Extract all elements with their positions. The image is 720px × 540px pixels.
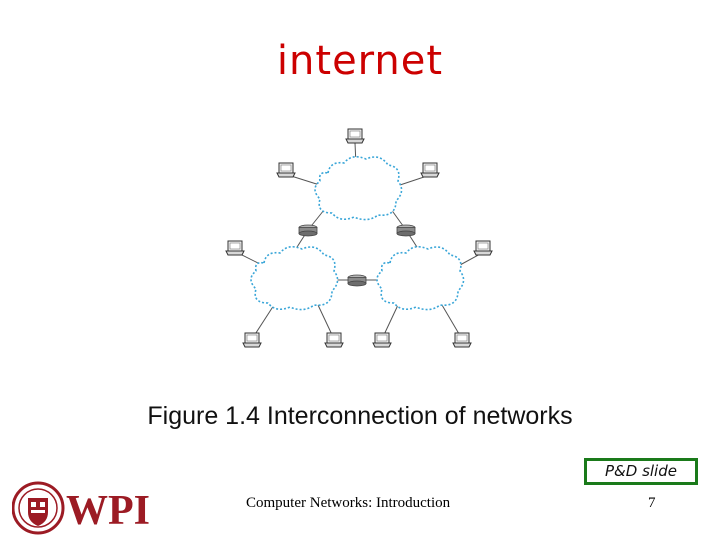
host-computer-icon xyxy=(421,163,439,177)
slide-title: internet xyxy=(0,38,720,84)
pd-slide-label: P&D slide xyxy=(584,458,698,485)
host-computer-icon xyxy=(346,129,364,143)
router-icon xyxy=(348,275,366,286)
host-computer-icon xyxy=(243,333,261,347)
wpi-logo: WPI xyxy=(12,480,162,536)
host-computer-icon xyxy=(453,333,471,347)
network-clouds xyxy=(251,157,464,310)
host-computer-icon xyxy=(226,241,244,255)
host-computer-icon xyxy=(474,241,492,255)
router-icon xyxy=(299,225,317,236)
footer-course-title: Computer Networks: Introduction xyxy=(246,495,450,512)
host-computer-icon xyxy=(325,333,343,347)
cloud-top xyxy=(315,157,402,220)
host-computer-icon xyxy=(373,333,391,347)
host-computer-icon xyxy=(277,163,295,177)
page-number: 7 xyxy=(648,495,656,512)
cloud-left xyxy=(251,247,338,310)
internet-diagram xyxy=(210,125,510,360)
router-icon xyxy=(397,225,415,236)
cloud-right xyxy=(377,247,464,310)
figure-caption: Figure 1.4 Interconnection of networks xyxy=(0,402,720,431)
svg-text:WPI: WPI xyxy=(66,488,150,534)
